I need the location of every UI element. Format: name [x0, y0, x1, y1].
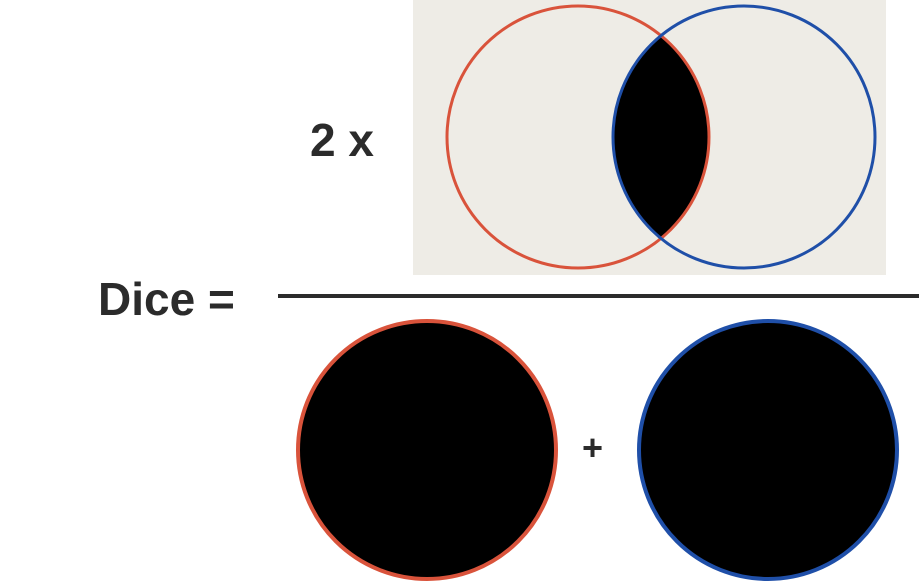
dice-label: Dice =: [98, 273, 235, 325]
set-a-filled-circle: [296, 319, 558, 581]
set-a-circle-icon: [296, 319, 558, 581]
plus-operator: +: [582, 427, 604, 468]
fraction-bar: [278, 294, 919, 298]
set-b-filled-circle: [637, 319, 899, 581]
set-a-outline: [445, 4, 711, 270]
set-b-outline: [611, 4, 877, 270]
venn-intersection-icon: [445, 4, 877, 270]
intersection-region: [613, 6, 709, 268]
set-b-circle-icon: [637, 319, 899, 581]
multiplier-label: 2 x: [310, 114, 374, 166]
numerator-venn-panel: [413, 0, 886, 275]
